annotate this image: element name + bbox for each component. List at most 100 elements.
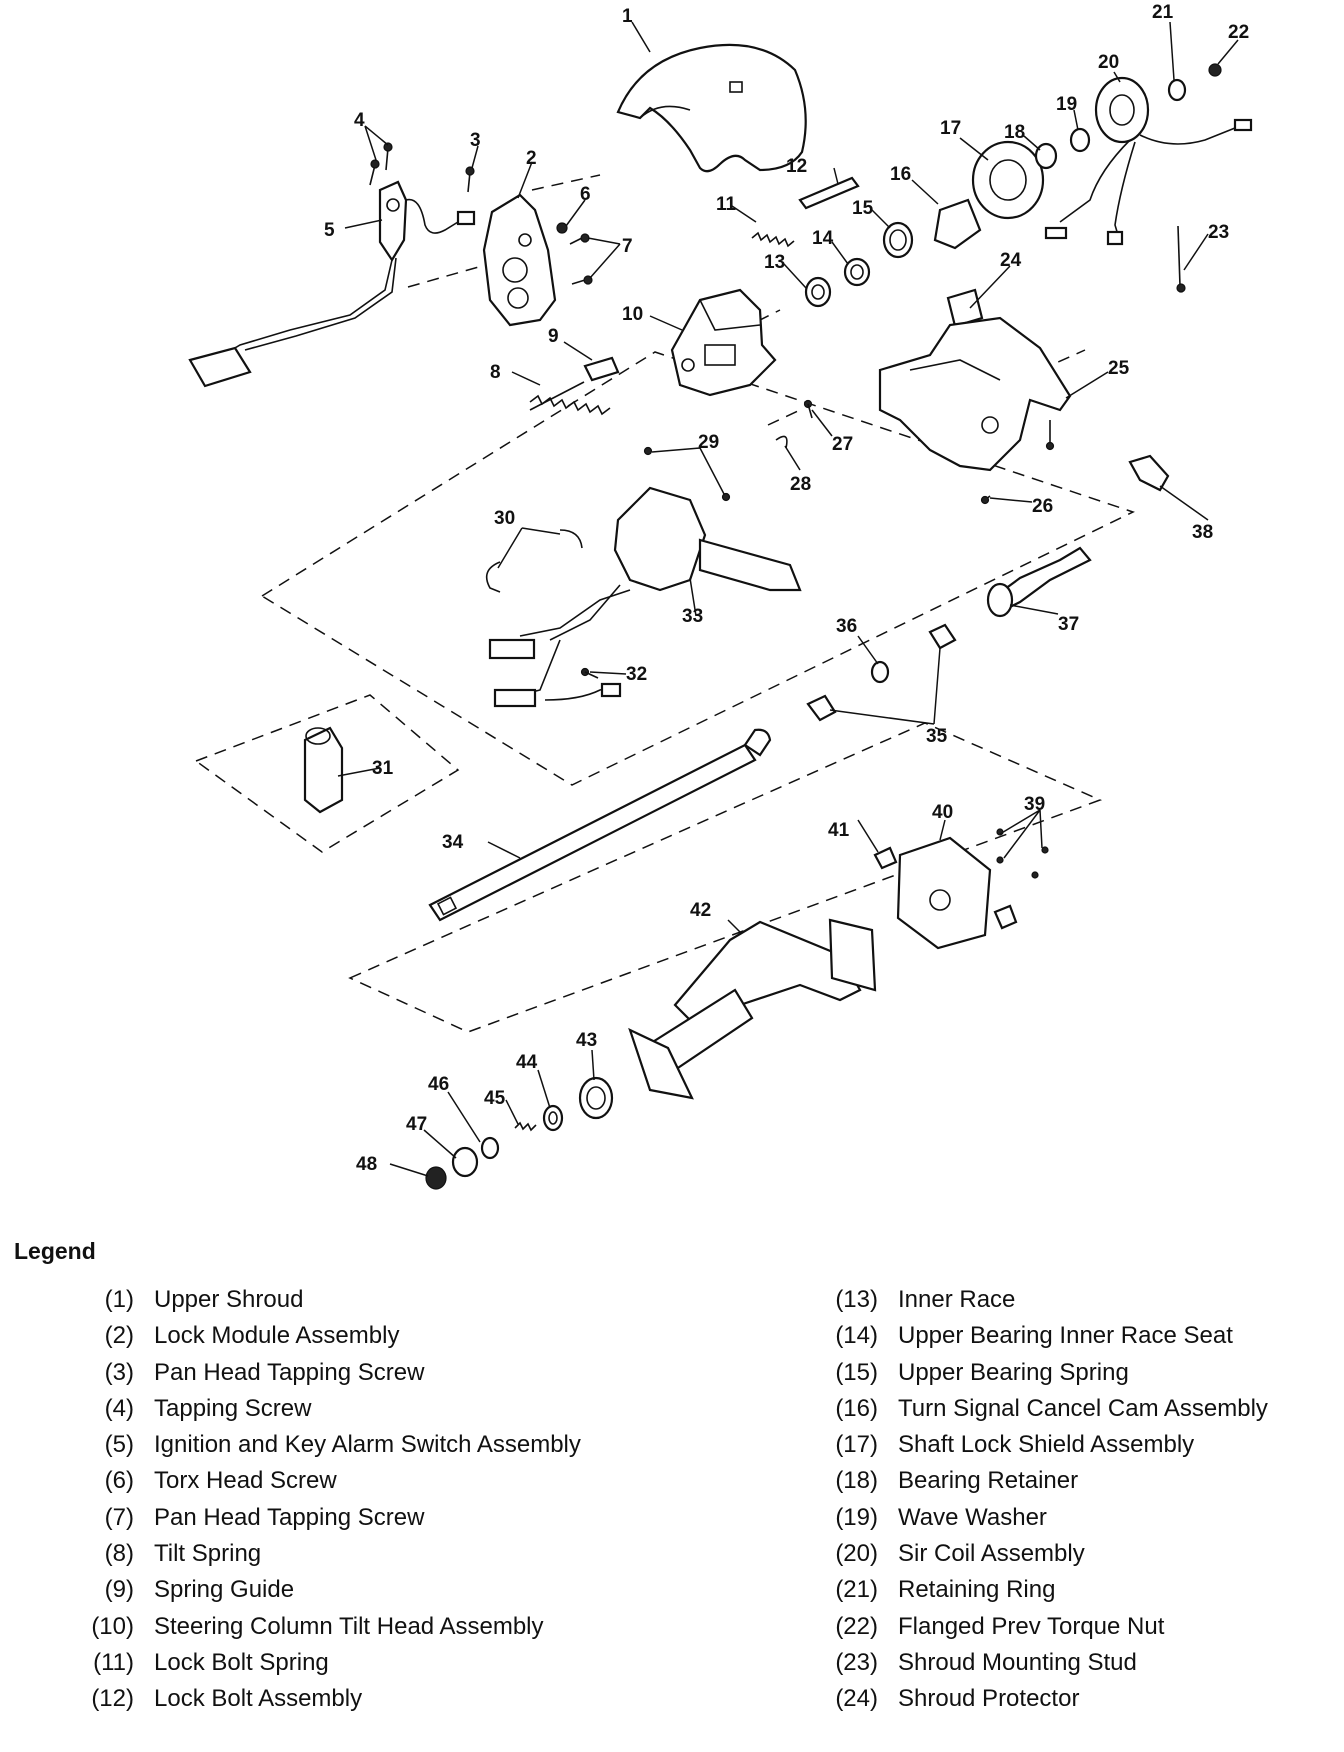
legend-item-label: Turn Signal Cancel Cam Assembly xyxy=(898,1394,1268,1422)
dashed-group-outlines xyxy=(194,174,1135,1033)
legend-item-number: (10) xyxy=(91,1612,134,1640)
legend-item: (15) Upper Bearing Spring xyxy=(800,1359,1268,1395)
callout-19: 19 xyxy=(1056,94,1077,115)
legend-item-number: (20) xyxy=(835,1540,878,1568)
legend-item: (4)Tapping Screw xyxy=(58,1395,581,1431)
callout-34: 34 xyxy=(442,832,464,853)
legend-item-number: (16) xyxy=(835,1394,878,1422)
tilt-spring-and-guide xyxy=(529,356,620,416)
legend-item-number: (13) xyxy=(835,1286,878,1313)
legend-item-number: (8) xyxy=(104,1540,134,1568)
callout-1: 1 xyxy=(622,6,633,27)
callout-28: 28 xyxy=(790,474,811,495)
legend-item-number: (15) xyxy=(835,1358,878,1386)
legend-item-number: (22) xyxy=(835,1612,878,1640)
callout-40: 40 xyxy=(932,802,953,823)
legend-item: (20) Sir Coil Assembly xyxy=(800,1540,1268,1576)
legend-item: (17)Shaft Lock Shield Assembly xyxy=(800,1431,1268,1467)
callout-47: 47 xyxy=(406,1114,427,1135)
legend-item: (24)Shroud Protector xyxy=(800,1685,1268,1721)
legend-item: (6) Torx Head Screw xyxy=(58,1467,581,1503)
legend-item-label: Upper Bearing Spring xyxy=(898,1358,1129,1386)
upper-shroud xyxy=(616,43,807,173)
callout-33: 33 xyxy=(682,606,703,627)
legend-item-number: (18) xyxy=(835,1467,878,1495)
callout-29: 29 xyxy=(698,432,719,453)
callout-14: 14 xyxy=(812,228,834,249)
legend-item-label: Flanged Prev Torque Nut xyxy=(898,1612,1165,1640)
callout-18: 18 xyxy=(1004,122,1025,143)
callout-26: 26 xyxy=(1032,496,1053,517)
callout-12: 12 xyxy=(786,156,807,177)
legend-item-number: (1) xyxy=(104,1286,134,1313)
legend-item: (12)Lock Bolt Assembly xyxy=(58,1685,581,1721)
legend-item-label: Ignition and Key Alarm Switch Assembly xyxy=(154,1431,581,1459)
legend-item-label: Shroud Mounting Stud xyxy=(898,1648,1137,1676)
legend-item-number: (6) xyxy=(104,1467,134,1495)
lower-bearing-parts xyxy=(425,1076,614,1190)
legend-item-label: Tapping Screw xyxy=(154,1394,312,1422)
steering-shaft xyxy=(428,728,772,922)
legend-column-right: (13)Inner Race (14)Upper Bearing Inner R… xyxy=(800,1286,1268,1722)
callout-21: 21 xyxy=(1152,2,1174,23)
legend-item-label: Bearing Retainer xyxy=(898,1467,1079,1495)
leader-lines xyxy=(337,21,1239,1177)
callout-7: 7 xyxy=(622,236,633,257)
callout-48: 48 xyxy=(356,1154,377,1175)
legend-item: (22) Flanged Prev Torque Nut xyxy=(800,1613,1268,1649)
callout-30: 30 xyxy=(494,508,515,529)
legend-item-label: Spring Guide xyxy=(154,1576,295,1604)
callout-42: 42 xyxy=(690,900,711,921)
callout-25: 25 xyxy=(1108,358,1130,379)
legend-item: (7)Pan Head Tapping Screw xyxy=(58,1504,581,1540)
callout-4: 4 xyxy=(354,110,365,131)
legend-item-number: (2) xyxy=(104,1322,134,1350)
callout-20: 20 xyxy=(1098,52,1119,73)
callout-11: 11 xyxy=(716,194,737,215)
ignition-switch-assembly xyxy=(188,180,476,388)
legend-item-number: (17) xyxy=(835,1431,878,1459)
legend-item-label: Lock Bolt Assembly xyxy=(154,1685,363,1713)
callout-37: 37 xyxy=(1058,614,1079,635)
column-jacket xyxy=(628,918,877,1100)
callout-2: 2 xyxy=(526,148,537,169)
legend-item-label: Upper Shroud xyxy=(154,1286,304,1313)
multifunction-switch xyxy=(488,486,802,708)
legend-item-label: Sir Coil Assembly xyxy=(898,1540,1085,1568)
shaft-couplings xyxy=(806,454,1170,722)
callout-35: 35 xyxy=(926,726,948,747)
legend-item: (5)Ignition and Key Alarm Switch Assembl… xyxy=(58,1431,581,1467)
callout-numbers: 1 2 3 4 5 6 7 8 9 10 11 12 13 14 15 16 1… xyxy=(324,2,1249,1175)
legend-item-number: (7) xyxy=(104,1503,134,1531)
legend-item: (13)Inner Race xyxy=(800,1286,1268,1322)
legend-item-number: (14) xyxy=(835,1322,878,1350)
legend-item-label: Wave Washer xyxy=(898,1503,1047,1531)
legend-item-number: (21) xyxy=(835,1576,878,1604)
legend-item: (2) Lock Module Assembly xyxy=(58,1322,581,1358)
callout-16: 16 xyxy=(890,164,911,185)
lock-bolt-parts xyxy=(751,176,860,248)
callout-31: 31 xyxy=(372,758,394,779)
callout-24: 24 xyxy=(1000,250,1022,271)
callout-44: 44 xyxy=(516,1052,538,1073)
legend-item: (16) Turn Signal Cancel Cam Assembly xyxy=(800,1395,1268,1431)
callout-23: 23 xyxy=(1208,222,1229,243)
small-screws-and-clips xyxy=(485,399,813,593)
legend-item: (9) Spring Guide xyxy=(58,1576,581,1612)
callout-43: 43 xyxy=(576,1030,597,1051)
screws-upper-left xyxy=(369,142,593,285)
legend-item-label: Lock Bolt Spring xyxy=(154,1648,329,1676)
callout-41: 41 xyxy=(828,820,850,841)
legend-item: (10)Steering Column Tilt Head Assembly xyxy=(58,1613,581,1649)
legend-item-number: (23) xyxy=(835,1648,878,1676)
tilt-head-assembly xyxy=(670,288,777,397)
legend-column-left: (1)Upper Shroud (2)Lock Module Assembly … xyxy=(58,1286,581,1722)
legend-item-label: Torx Head Screw xyxy=(154,1467,337,1495)
callout-38: 38 xyxy=(1192,522,1213,543)
callout-3: 3 xyxy=(470,130,481,151)
legend-item-number: (9) xyxy=(104,1576,134,1604)
legend-item: (19)Wave Washer xyxy=(800,1504,1268,1540)
cylinder-31 xyxy=(303,726,344,814)
legend-item: (23) Shroud Mounting Stud xyxy=(800,1649,1268,1685)
legend-item-label: Lock Module Assembly xyxy=(154,1322,400,1350)
